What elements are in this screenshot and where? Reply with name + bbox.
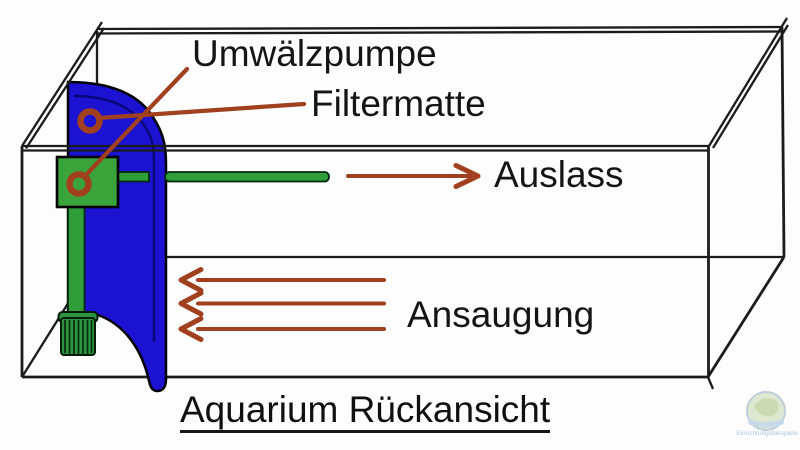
outlet-arrow-icon — [346, 163, 481, 189]
mat-callout-line — [96, 101, 307, 121]
strainer-ribs — [64, 320, 93, 354]
outlet-pipe-shape — [164, 171, 330, 183]
label-intake: Ansaugung — [407, 294, 595, 335]
label-filter-mat: Filtermatte — [311, 83, 486, 124]
label-pump: Umwälzpumpe — [192, 33, 437, 74]
filter-mat-seam — [73, 94, 156, 342]
watermark-text: Einrichtungsbeispiele — [736, 430, 798, 437]
diagram-title: Aquarium Rückansicht — [180, 390, 551, 433]
pump-callout-line — [81, 66, 190, 180]
intake-arrow-icon-1 — [178, 267, 386, 293]
intake-arrow-icon-3 — [178, 316, 386, 342]
mat-marker-ring — [77, 108, 103, 134]
outlet-pipe-stub — [115, 171, 150, 183]
intake-pipe-shape — [67, 197, 86, 319]
aquarium-outline-front — [20, 17, 789, 390]
strainer-shape — [57, 311, 99, 356]
intake-arrow-icon-2 — [178, 290, 386, 317]
pump-marker-ring — [66, 171, 92, 197]
watermark-logo-icon — [746, 391, 786, 431]
label-outlet: Auslass — [494, 154, 624, 195]
